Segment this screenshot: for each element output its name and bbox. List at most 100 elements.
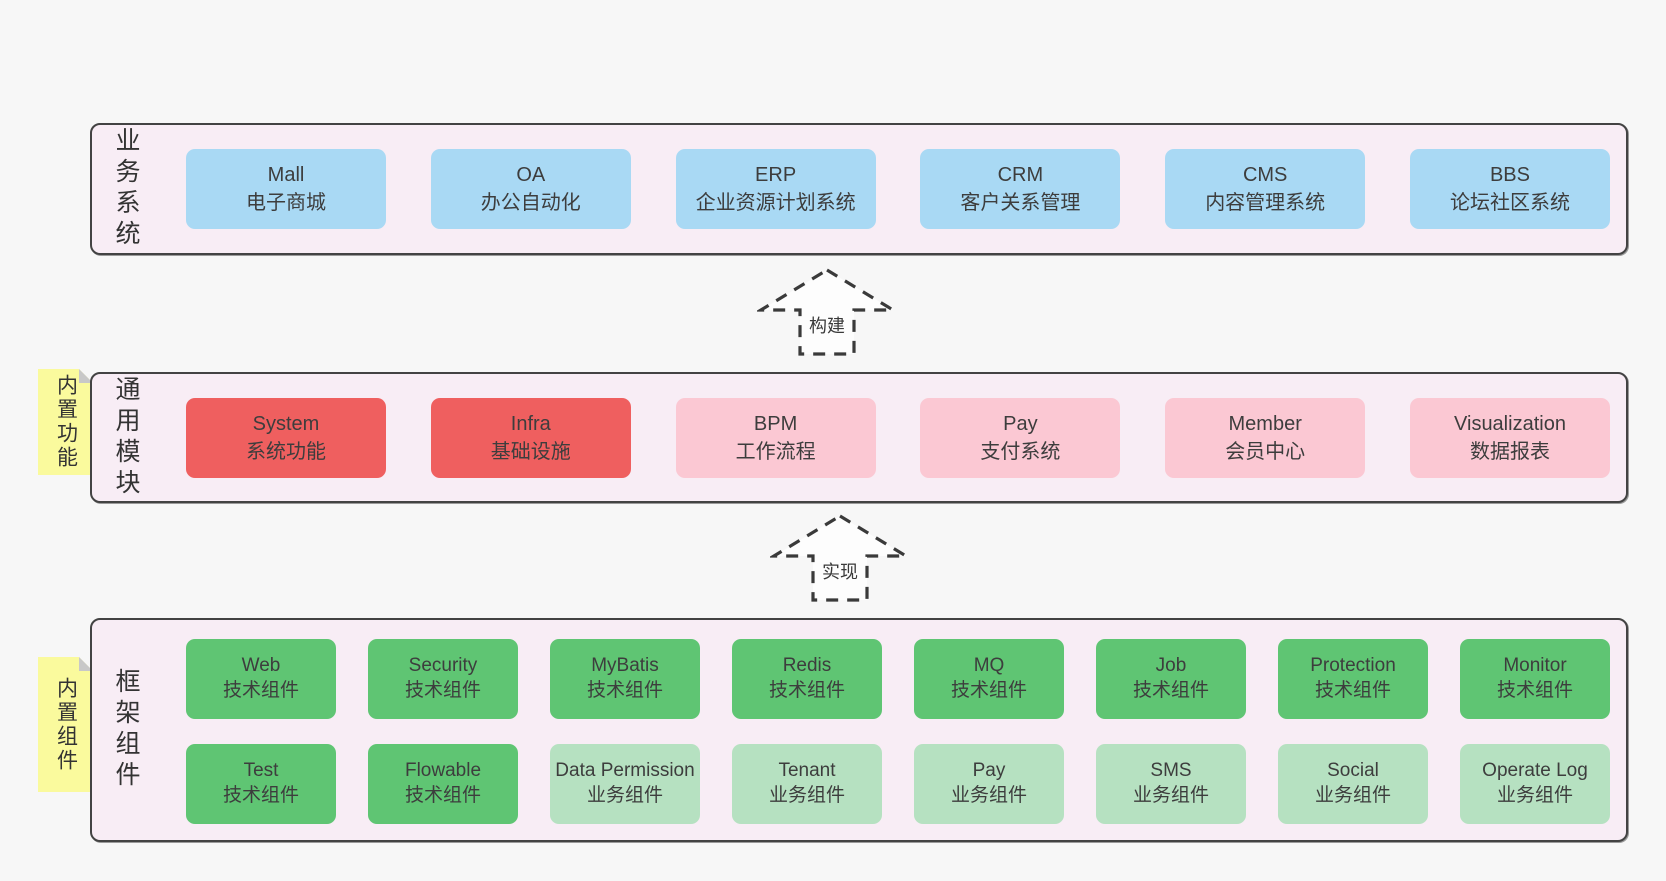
box-title: Tenant (778, 760, 836, 782)
box-subtitle: 技术组件 (1496, 680, 1573, 701)
box-subtitle: 业务组件 (1496, 785, 1573, 806)
box-subtitle: 技术组件 (222, 680, 299, 701)
box-subtitle: 技术组件 (404, 680, 481, 701)
box-title: BPM (753, 412, 798, 435)
box-social: Social 业务组件 (1278, 744, 1428, 824)
box-system: System 系统功能 (186, 397, 386, 478)
box-title: SMS (1150, 760, 1192, 782)
band-business-systems: 业务系统 Mall 电子商城 OA 办公自动化 ERP 企业资源计划系统 CRM… (90, 123, 1628, 255)
band-business-label: 业务系统 (112, 127, 140, 251)
box-data-permission: Data Permission 业务组件 (550, 744, 700, 824)
box-mybatis: MyBatis 技术组件 (550, 639, 700, 719)
box-visualization: Visualization 数据报表 (1409, 397, 1610, 478)
box-redis: Redis 技术组件 (732, 639, 882, 719)
box-cms: CMS 内容管理系统 (1165, 149, 1366, 229)
box-title: MQ (973, 655, 1005, 677)
box-operate-log: Operate Log 业务组件 (1460, 744, 1610, 824)
box-title: Flowable (404, 760, 482, 782)
box-job: Job 技术组件 (1096, 639, 1246, 719)
box-subtitle: 办公自动化 (480, 192, 581, 214)
box-subtitle: 技术组件 (1132, 680, 1209, 701)
box-title: CMS (1242, 164, 1288, 186)
box-infra: Infra 基础设施 (430, 397, 631, 478)
box-subtitle: 工作流程 (735, 440, 816, 463)
sticky-label: 内置组件 (54, 676, 78, 773)
business-boxes: Mall 电子商城 OA 办公自动化 ERP 企业资源计划系统 CRM 客户关系… (144, 149, 1626, 229)
box-subtitle: 基础设施 (490, 440, 571, 463)
box-tenant: Tenant 业务组件 (732, 744, 882, 824)
box-subtitle: 业务组件 (586, 785, 663, 806)
band-framework-components: 框架组件 Web 技术组件 Security 技术组件 MyBatis 技术组件… (90, 618, 1628, 842)
box-title: Web (241, 655, 281, 677)
box-subtitle: 电子商城 (246, 192, 326, 214)
box-bbs: BBS 论坛社区系统 (1409, 149, 1610, 229)
box-title: OA (516, 164, 546, 186)
box-erp: ERP 企业资源计划系统 (675, 149, 876, 229)
box-subtitle: 会员中心 (1225, 440, 1306, 463)
box-security: Security 技术组件 (368, 639, 518, 719)
box-subtitle: 技术组件 (768, 680, 845, 701)
box-subtitle: 论坛社区系统 (1449, 192, 1570, 214)
box-subtitle: 业务组件 (1314, 785, 1391, 806)
sticky-paper (38, 657, 93, 792)
box-title: Operate Log (1482, 760, 1588, 782)
box-mall: Mall 电子商城 (186, 149, 386, 229)
box-title: Monitor (1503, 655, 1567, 677)
box-title: Security (408, 655, 478, 677)
box-title: Redis (782, 655, 832, 677)
box-title: Visualization (1454, 412, 1566, 435)
box-test: Test 技术组件 (186, 744, 336, 824)
box-title: BBS (1489, 164, 1530, 186)
box-flowable: Flowable 技术组件 (368, 744, 518, 824)
arrow-implement-label: 实现 (819, 558, 861, 584)
arrow-implement: 实现 (770, 512, 910, 604)
box-subtitle: 技术组件 (222, 785, 299, 806)
box-title: ERP (755, 164, 797, 186)
box-subtitle: 内容管理系统 (1205, 192, 1326, 214)
box-title: Mall (267, 164, 305, 186)
box-subtitle: 系统功能 (246, 440, 326, 463)
sticky-note-built-in-features: 内置功能 (38, 369, 93, 475)
box-title: Test (243, 760, 279, 782)
box-subtitle: 企业资源计划系统 (695, 192, 856, 214)
arrow-build-label: 构建 (806, 312, 848, 338)
box-subtitle: 业务组件 (1132, 785, 1209, 806)
band-modules-label: 通用模块 (112, 375, 140, 500)
sticky-note-built-in-components: 内置组件 (38, 657, 93, 792)
box-title: System (252, 412, 320, 435)
box-subtitle: 业务组件 (950, 785, 1027, 806)
box-subtitle: 技术组件 (1314, 680, 1391, 701)
band-framework-label: 框架组件 (112, 668, 140, 792)
box-subtitle: 客户关系管理 (960, 192, 1081, 214)
box-title: Social (1327, 760, 1379, 782)
box-subtitle: 技术组件 (950, 680, 1027, 701)
box-title: Job (1155, 655, 1187, 677)
module-boxes: System 系统功能 Infra 基础设施 BPM 工作流程 Pay 支付系统… (144, 397, 1626, 478)
box-sms: SMS 业务组件 (1096, 744, 1246, 824)
box-title: Pay (972, 760, 1006, 782)
box-title: CRM (997, 164, 1044, 186)
box-title: Data Permission (555, 760, 695, 782)
box-subtitle: 业务组件 (768, 785, 845, 806)
box-oa: OA 办公自动化 (430, 149, 631, 229)
box-title: Member (1228, 412, 1302, 435)
framework-boxes: Web 技术组件 Security 技术组件 MyBatis 技术组件 Redi… (144, 619, 1626, 841)
box-title: MyBatis (591, 655, 659, 677)
box-subtitle: 数据报表 (1469, 440, 1550, 463)
box-title: Infra (510, 412, 551, 435)
box-protection: Protection 技术组件 (1278, 639, 1428, 719)
box-bpm: BPM 工作流程 (675, 397, 876, 478)
box-mq: MQ 技术组件 (914, 639, 1064, 719)
framework-row-2: Test 技术组件 Flowable 技术组件 Data Permission … (186, 744, 1610, 824)
box-pay: Pay 支付系统 (920, 397, 1121, 478)
framework-row-1: Web 技术组件 Security 技术组件 MyBatis 技术组件 Redi… (186, 639, 1610, 719)
box-monitor: Monitor 技术组件 (1460, 639, 1610, 719)
sticky-paper (38, 369, 93, 475)
box-subtitle: 支付系统 (980, 440, 1061, 463)
sticky-label: 内置功能 (54, 374, 78, 470)
box-web: Web 技术组件 (186, 639, 336, 719)
box-subtitle: 技术组件 (586, 680, 663, 701)
box-title: Pay (1003, 412, 1038, 435)
arrow-build: 构建 (757, 266, 897, 358)
